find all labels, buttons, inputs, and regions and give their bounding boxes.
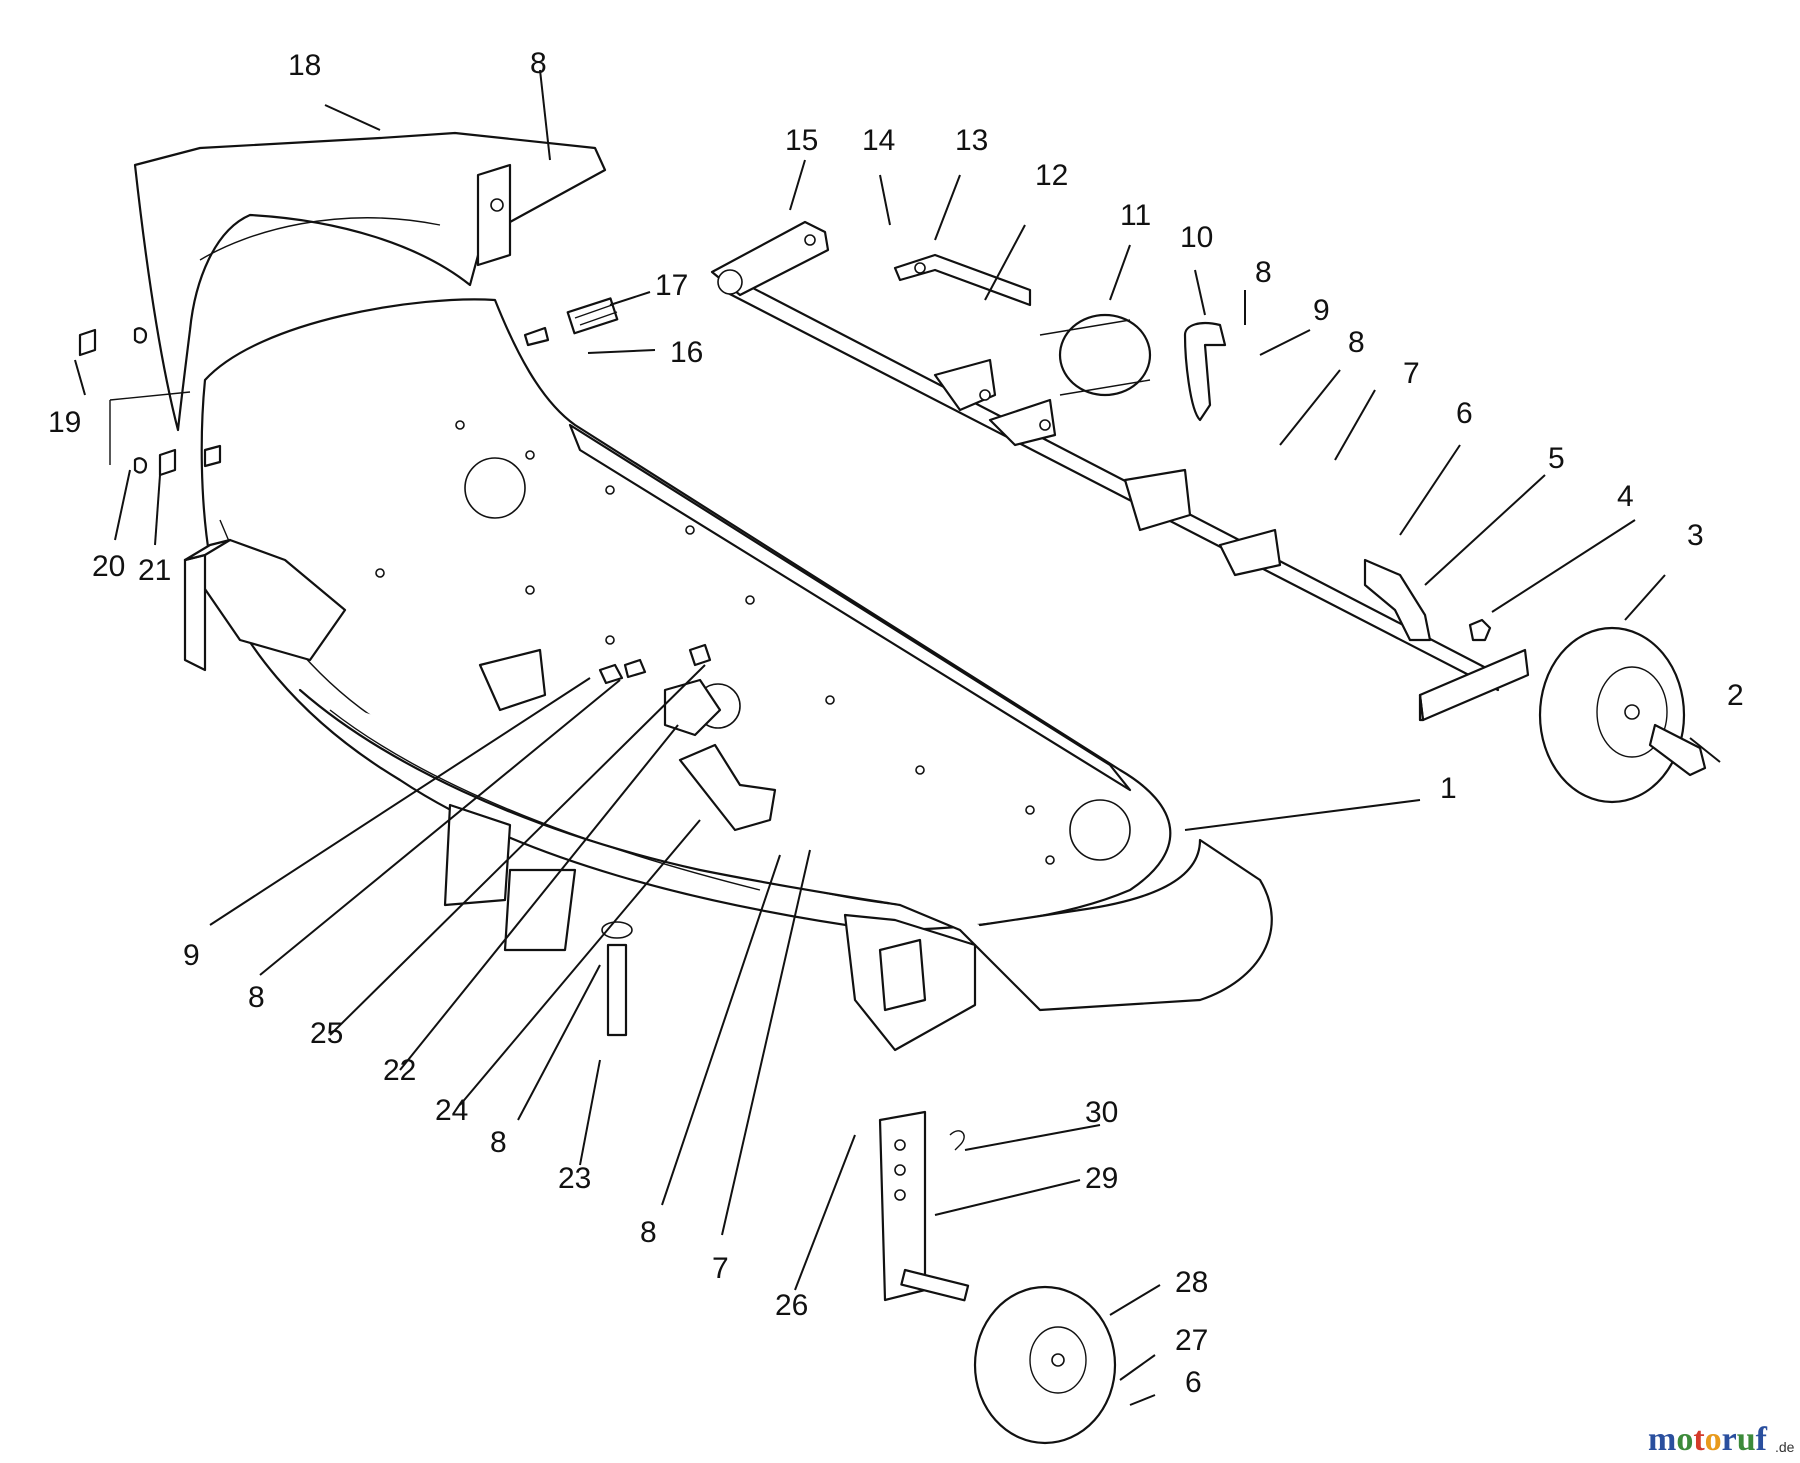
front-panels (443, 803, 577, 952)
deck-hardware (478, 643, 777, 832)
callout-8-bottom: 8 (640, 1216, 657, 1249)
callout-10: 10 (1180, 221, 1213, 254)
gauge-wheel (973, 1285, 1117, 1445)
callout-9-left: 9 (183, 939, 200, 972)
mower-deck (200, 298, 1273, 1012)
callout-21: 21 (138, 554, 171, 587)
callout-5: 5 (1548, 442, 1565, 475)
callout-30: 30 (1085, 1096, 1118, 1129)
watermark-suffix: .de (1775, 1439, 1795, 1455)
watermark-letter: o (1676, 1421, 1693, 1458)
callout-11: 11 (1120, 199, 1151, 232)
callout-8-handle: 8 (1255, 256, 1272, 289)
watermark-letter: r (1722, 1421, 1737, 1458)
bracket (1363, 558, 1432, 642)
callout-8-top: 8 (530, 47, 547, 80)
hairpin-clip (949, 1130, 965, 1151)
callout-27: 27 (1175, 1324, 1208, 1357)
front-center-bracket (843, 913, 977, 1052)
watermark-letter: t (1693, 1421, 1705, 1458)
callout-8-left: 8 (248, 981, 265, 1014)
watermark-letter: f (1756, 1421, 1768, 1458)
callout-22: 22 (383, 1054, 416, 1087)
callout-3: 3 (1687, 519, 1704, 552)
callout-25: 25 (310, 1017, 343, 1050)
callout-7-front: 7 (712, 1252, 729, 1285)
callout-8-pin: 8 (490, 1126, 507, 1159)
callout-20: 20 (92, 550, 125, 583)
callout-12: 12 (1035, 159, 1068, 192)
callout-4: 4 (1617, 480, 1634, 513)
watermark-letter: m (1648, 1421, 1676, 1458)
leader-lines (74, 69, 1721, 1406)
callout-19: 19 (48, 406, 81, 439)
callout-28: 28 (1175, 1266, 1208, 1299)
nut (1468, 618, 1492, 642)
handle-bar (1183, 321, 1227, 422)
callout-1: 1 (1440, 772, 1457, 805)
callout-23: 23 (558, 1162, 591, 1195)
callout-16: 16 (670, 336, 703, 369)
motoruf-watermark-logo: motoruf .de (1648, 1421, 1795, 1458)
gauge-wheel-arm (878, 1110, 927, 1302)
callout-13: 13 (955, 124, 988, 157)
axle-bolt (1648, 723, 1707, 777)
spring-pin (523, 326, 550, 347)
left-deck-bracket (183, 538, 347, 672)
clevis-pin (601, 921, 633, 1037)
watermark-letter: u (1737, 1421, 1756, 1458)
callout-24: 24 (435, 1094, 468, 1127)
callout-7-rear: 7 (1403, 357, 1420, 390)
lift-link (893, 253, 1032, 307)
axle-pin (900, 1268, 970, 1302)
lift-rod-assembly (710, 220, 1530, 722)
washer-and-nut-set (78, 327, 222, 477)
callout-6-front: 6 (1185, 1366, 1202, 1399)
callout-17: 17 (655, 269, 688, 302)
callout-labels: 1 2 3 4 5 6 6 7 7 8 8 8 8 8 8 9 9 10 11 … (48, 47, 1744, 1399)
callout-29: 29 (1085, 1162, 1118, 1195)
callout-9-rod: 9 (1313, 294, 1330, 327)
spring (566, 297, 619, 335)
callout-2: 2 (1727, 679, 1744, 712)
callout-6-rear: 6 (1456, 397, 1473, 430)
discharge-chute (133, 131, 607, 432)
weight (1039, 313, 1152, 397)
svg-text:motoruf: motoruf (1648, 1421, 1768, 1458)
callout-26: 26 (775, 1289, 808, 1322)
callout-8-rod: 8 (1348, 326, 1365, 359)
callout-15: 15 (785, 124, 818, 157)
rear-wheel (1538, 626, 1686, 804)
callout-14: 14 (862, 124, 895, 157)
watermark-letter: o (1705, 1421, 1722, 1458)
callout-18: 18 (288, 49, 321, 82)
